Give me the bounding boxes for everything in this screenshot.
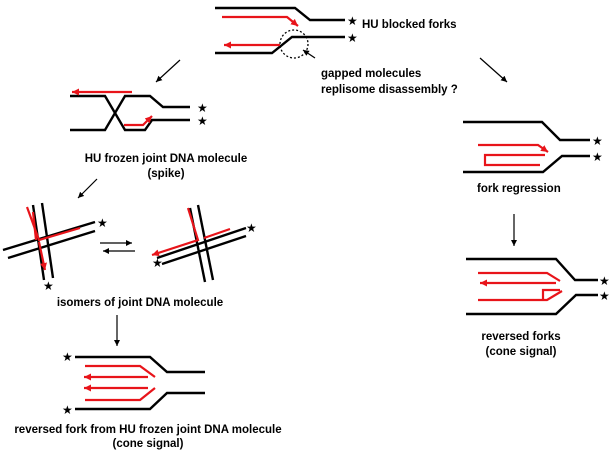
reversed-fork-bottom-left-structure: ★ ★: [62, 350, 205, 417]
isomer-right-structure: ★ ★: [151, 204, 257, 283]
star-icon: ★: [246, 221, 257, 235]
arrow-to-isomers: [77, 178, 98, 199]
label-reversed-forks: reversed forks: [481, 331, 560, 343]
star-icon: ★: [592, 150, 603, 164]
star-icon: ★: [347, 31, 358, 45]
star-icon: ★: [62, 350, 73, 364]
star-icon: ★: [197, 114, 208, 128]
isomer-left-structure: ★ ★: [2, 202, 108, 293]
label-reversed-fork-from-frozen: reversed fork from HU frozen joint DNA m…: [14, 424, 281, 436]
reversed-forks-right-structure: ★ ★: [466, 257, 609, 316]
star-icon: ★: [197, 101, 208, 115]
star-icon: ★: [599, 289, 609, 303]
label-fork-regression: fork regression: [477, 183, 561, 195]
label-gapped-molecules: gapped molecules: [321, 68, 421, 80]
label-hu-blocked-forks: HU blocked forks: [362, 19, 457, 31]
hu-blocked-forks-structure: ★ ★: [215, 6, 358, 59]
label-hu-frozen-joint: HU frozen joint DNA molecule: [85, 153, 248, 165]
arrow-to-frozen-joint: [155, 59, 181, 83]
label-replisome-disassembly: replisome disassembly ?: [321, 84, 458, 96]
label-isomers: isomers of joint DNA molecule: [57, 297, 223, 309]
star-icon: ★: [152, 256, 163, 270]
label-cone-signal-right: (cone signal): [486, 346, 557, 358]
gap-highlight-circle: [279, 29, 309, 59]
frozen-joint-structure: ★ ★: [70, 88, 208, 132]
star-icon: ★: [599, 274, 609, 288]
label-spike: (spike): [147, 168, 184, 180]
fork-regression-structure: ★ ★: [463, 120, 603, 174]
star-icon: ★: [97, 216, 108, 230]
star-icon: ★: [62, 403, 73, 417]
star-icon: ★: [592, 134, 603, 148]
arrow-to-fork-regression: [479, 57, 508, 83]
arrow-to-gap: [302, 49, 316, 59]
star-icon: ★: [347, 14, 358, 28]
star-icon: ★: [43, 279, 54, 293]
label-cone-signal-left: (cone signal): [113, 438, 184, 450]
